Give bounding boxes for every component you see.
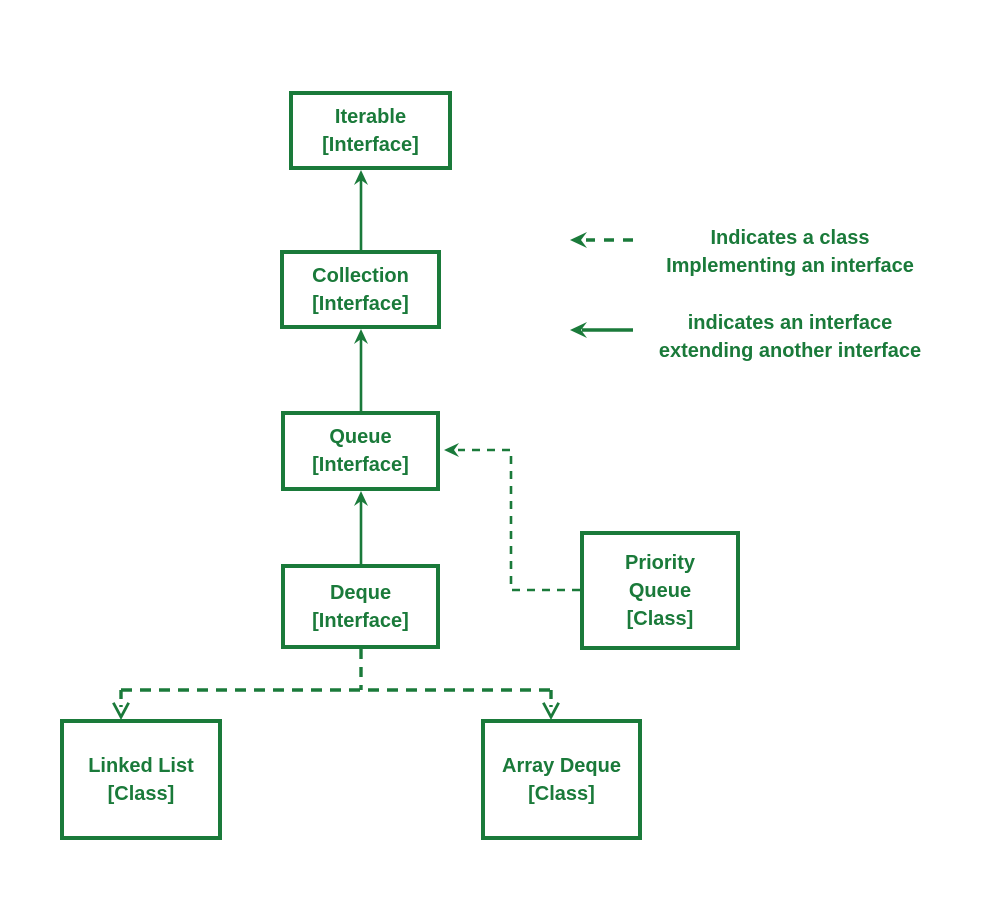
arrowhead-left-queue: [444, 443, 459, 457]
arrowhead-up-queue: [354, 491, 368, 506]
node-queue-interface: Queue [Interface]: [281, 411, 440, 491]
node-label-line: Priority: [624, 551, 696, 574]
arrowhead-down-linkedlist: [112, 702, 130, 720]
node-label-line: [Interface]: [312, 292, 409, 315]
node-label-line: Linked List: [88, 754, 194, 777]
node-label-line: Queue: [329, 426, 392, 448]
node-priorityqueue-class: Priority Queue [Class]: [580, 531, 740, 650]
solid-arrow-icon: [570, 322, 633, 338]
node-label-line: [Interface]: [322, 133, 419, 156]
arrowhead-up-iterable: [354, 170, 368, 185]
node-label-line: [Class]: [107, 782, 175, 805]
legend-line: extending another interface: [658, 340, 922, 362]
node-collection-interface: Collection [Interface]: [280, 250, 441, 329]
node-arraydeque-class: Array Deque [Class]: [481, 719, 642, 840]
edge-priorityqueue-implements-queue: [458, 448, 580, 592]
node-label-line: [Class]: [528, 782, 595, 805]
node-label-line: Queue: [628, 579, 692, 602]
node-label-line: Deque: [329, 581, 392, 604]
legend-line: indicates an interface: [687, 312, 893, 334]
arrowhead-down-arraydeque: [542, 702, 560, 720]
legend-line: Implementing an interface: [666, 255, 914, 277]
node-label-line: [Interface]: [312, 609, 409, 632]
node-label-line: Collection: [312, 264, 409, 287]
legend-line: Indicates a class: [710, 227, 870, 249]
node-label-line: [Interface]: [312, 454, 409, 476]
node-label-line: Iterable: [334, 105, 407, 128]
legend-extends-label: indicates an interface extending another…: [615, 309, 965, 365]
legend-implements-label: Indicates a class Implementing an interf…: [615, 224, 965, 280]
node-label-line: [Class]: [626, 607, 694, 630]
node-deque-interface: Deque [Interface]: [281, 564, 440, 649]
dashed-arrow-icon: [570, 232, 633, 248]
arrowhead-up-collection: [354, 329, 368, 344]
node-iterable-interface: Iterable [Interface]: [289, 91, 452, 170]
node-linkedlist-class: Linked List [Class]: [60, 719, 222, 840]
node-label-line: Array Deque: [502, 754, 621, 777]
